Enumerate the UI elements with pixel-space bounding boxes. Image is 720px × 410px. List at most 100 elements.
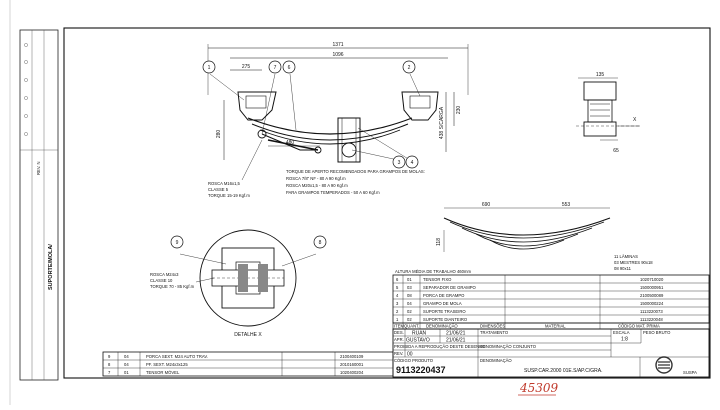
code-label: CÓDIGO PRODUTO	[394, 358, 434, 363]
bom-item: 1	[396, 317, 399, 322]
lower-bom-code: 1020400204	[340, 370, 364, 375]
detail-x-view	[179, 229, 317, 327]
svg-text:ROSCA 7/8" NF - 80 A 90 Kgf.m: ROSCA 7/8" NF - 80 A 90 Kgf.m	[286, 176, 346, 181]
bom-qty: 03	[407, 285, 412, 290]
lower-bom-desc: PORCA SEXT. M24 AUTO TRAV.	[146, 354, 208, 359]
dim-spring-length: 690	[482, 202, 491, 208]
dim-side-top: 135	[596, 72, 605, 78]
dim-spring-height: 118	[436, 238, 442, 246]
svg-text:SUSPA: SUSPA	[683, 370, 697, 375]
scale-label: ESCALA	[613, 330, 630, 335]
note-rosca-detail: ROSCA M24x3 CLASSE 10 TORQUE 70 - 85 Kgf…	[150, 272, 195, 289]
bom-desc: SUPORTE TRASEIRO	[423, 309, 466, 314]
lower-bom-qty: 04	[124, 362, 129, 367]
left-strip-label: SUPORTE/MOLA/	[48, 244, 54, 290]
title-block: DES. RUAN 21/06/21 APR. GUSTAVO 21/06/21…	[392, 328, 710, 378]
lower-bom-desc: PF. SEXT. M24x3x125	[146, 362, 188, 367]
callout-6: 6	[282, 60, 296, 74]
svg-text:ROSCA M20x1,5 - 80 A 90 Kgf.m: ROSCA M20x1,5 - 80 A 90 Kgf.m	[286, 183, 348, 188]
bom-header-desc: DENOMINAÇÃO	[426, 324, 458, 329]
bom-code: 2100500089	[640, 293, 664, 298]
callout-7: 7	[268, 60, 282, 74]
callout-9: 9	[170, 235, 184, 249]
des-date: 21/06/21	[446, 331, 466, 337]
bom-code: 1500000951	[640, 285, 664, 290]
bom-header-item: ITEM	[394, 324, 405, 329]
scale-value: 1:8	[621, 337, 628, 343]
bom-item: 5	[396, 285, 399, 290]
svg-text:08 90x11: 08 90x11	[614, 266, 632, 271]
svg-text:9: 9	[176, 240, 179, 246]
product-code: 9113220437	[396, 365, 446, 375]
lower-bom-qty: 01	[124, 370, 129, 375]
bom-code: 1113220073	[640, 309, 663, 314]
denomination-label: DENOMINAÇÃO CONJUNTO	[480, 344, 537, 349]
drawing-border	[63, 27, 711, 379]
svg-text:TORQUE 70 - 85 Kgf.m: TORQUE 70 - 85 Kgf.m	[150, 284, 195, 289]
svg-text:11 LÂMINAS: 11 LÂMINAS	[614, 254, 638, 259]
treatment-label: TRATAMENTO	[480, 330, 509, 335]
apr-label: APR.	[394, 337, 404, 342]
apr-name: GUSTAVO	[406, 338, 430, 344]
side-marker-x: X	[633, 117, 637, 123]
dim-overall-width: 1371	[332, 42, 343, 48]
bom-desc: SEPARADOR DE GRAMPO	[423, 285, 476, 290]
bom-desc: SUPORTE DIANTEIRO	[423, 317, 468, 322]
bom-qty: 04	[407, 301, 412, 306]
svg-text:8: 8	[319, 240, 322, 246]
note-rosca-left: ROSCA M16x1,5 CLASSE 5 TORQUE 15-19 Kgf.…	[208, 181, 250, 198]
lower-bom-code: 2100400109	[340, 354, 364, 359]
bom-qty: 01	[407, 277, 412, 282]
handwritten-note: 45309	[518, 381, 559, 396]
dim-spring-centers: 1096	[332, 52, 343, 58]
bom-header-qty: QUANT.	[404, 324, 419, 329]
bom-header-material: MATERIAL	[545, 324, 566, 329]
left-strip-rev: REV. N	[36, 161, 41, 175]
suspa-logo: SUSPA	[655, 356, 697, 375]
bom-desc: PORCA DE GRAMPO	[423, 293, 465, 298]
dim-height-load: 438 S/CARGA	[439, 106, 445, 139]
svg-text:TORQUE 15-19 Kgf.m: TORQUE 15-19 Kgf.m	[208, 193, 250, 198]
dim-vertical-right: 230	[456, 106, 462, 115]
detail-x-label: DETALHE X	[234, 332, 262, 338]
svg-text:1: 1	[208, 65, 211, 71]
bom-code: 1020710020	[640, 277, 664, 282]
svg-text:CLASSE 5: CLASSE 5	[208, 187, 229, 192]
main-elevation-view	[207, 44, 469, 181]
lower-bom-code: 2010160001	[340, 362, 364, 367]
bom-header-dim: DIMENSÕES	[480, 324, 505, 329]
callout-2: 2	[402, 60, 416, 74]
bom-qty: 02	[407, 317, 412, 322]
svg-text:ROSCA M16x1,5: ROSCA M16x1,5	[208, 181, 241, 186]
note-altura-media: ALTURA MÉDIA DE TRABALHO 460mm	[395, 269, 471, 274]
svg-text:4: 4	[411, 160, 414, 166]
lower-bom-item: 9	[108, 354, 111, 359]
callout-4: 4	[405, 155, 419, 169]
des-name: RUAN	[412, 331, 427, 337]
denomination-short: DENOMINAÇÃO	[480, 358, 512, 363]
side-view	[576, 77, 640, 141]
bom-desc: GRAMPO DE MOLA	[423, 301, 462, 306]
dim-left-offset: 275	[242, 64, 251, 70]
lower-bom-item: 8	[108, 362, 111, 367]
lower-bom-row: 8 04 PF. SEXT. M24x3x125 2010160001	[108, 362, 364, 367]
svg-text:6: 6	[288, 65, 291, 71]
callout-3: 3	[392, 155, 406, 169]
dim-axle-offset: 480	[286, 140, 295, 146]
callout-8: 8	[313, 235, 327, 249]
lower-bom-table: 9 04 PORCA SEXT. M24 AUTO TRAV. 2100400109 8…	[102, 351, 394, 377]
bom-code: 1500000224	[640, 301, 664, 306]
callout-1: 1	[202, 60, 216, 74]
left-strip: SUPORTE/MOLA/ REV. N	[19, 29, 59, 381]
svg-text:03 MESTRES 90x18: 03 MESTRES 90x18	[614, 260, 653, 265]
svg-text:ROSCA M24x3: ROSCA M24x3	[150, 272, 179, 277]
rev-value: 00	[407, 352, 413, 358]
leaf-spring-profile	[443, 207, 611, 252]
